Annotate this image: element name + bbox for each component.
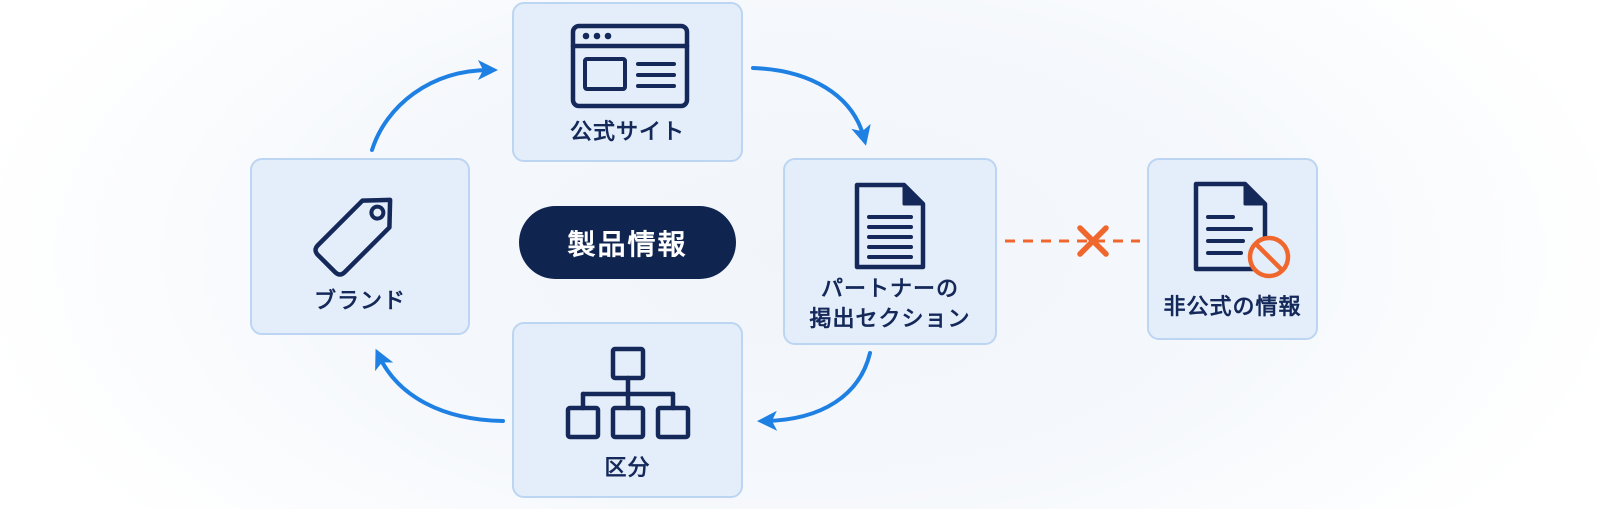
browser-window-icon	[570, 23, 690, 109]
arrow-partner-section-to-category	[757, 351, 872, 431]
node-label-category: 区分	[604, 456, 651, 481]
node-official-site: 公式サイト	[512, 2, 743, 162]
node-unofficial-info: 非公式の情報	[1147, 158, 1318, 340]
arrow-official-site-to-partner-section	[751, 66, 871, 146]
node-brand: ブランド	[250, 158, 470, 335]
node-label-unofficial-info: 非公式の情報	[1163, 295, 1302, 320]
arrow-brand-to-official-site	[370, 60, 498, 152]
center-topic-pill: 製品情報	[519, 206, 736, 279]
node-label-partner-section-line-2: 掲出セクション	[809, 307, 971, 332]
hierarchy-icon	[565, 346, 691, 440]
center-topic-label: 製品情報	[567, 227, 688, 261]
prohibited-icon	[1247, 235, 1291, 279]
tag-icon	[313, 197, 393, 277]
cross-icon	[1077, 225, 1109, 257]
arrow-category-to-brand	[375, 348, 505, 423]
node-label-official-site: 公式サイト	[569, 120, 685, 145]
node-label-brand: ブランド	[313, 289, 406, 314]
prohibited-document-icon	[1193, 181, 1291, 279]
document-icon	[854, 182, 926, 270]
node-label-partner-section-line-1: パートナーの	[820, 277, 959, 302]
node-partner-section: パートナーの 掲出セクション	[783, 158, 997, 345]
node-category: 区分	[512, 322, 743, 498]
